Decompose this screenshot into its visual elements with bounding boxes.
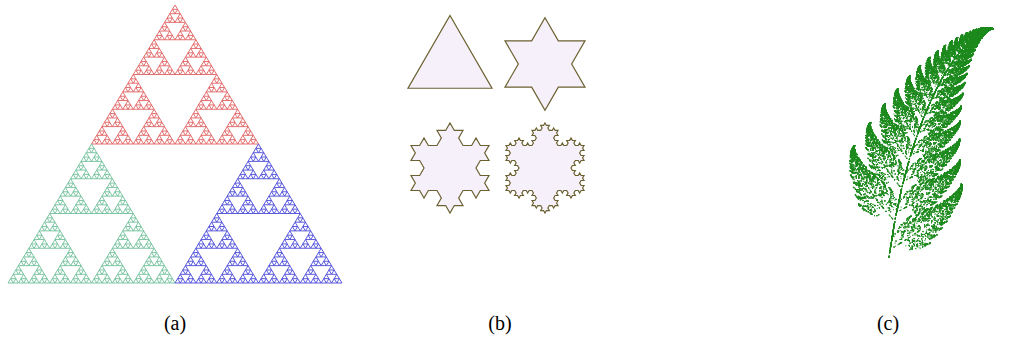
- koch-iteration: [411, 123, 489, 213]
- panel-label: (c): [877, 312, 899, 335]
- sierpinski-triangle: [8, 5, 342, 283]
- koch-snowflake: [408, 16, 585, 214]
- fern-points: [849, 28, 993, 258]
- sierpinski-part: [92, 5, 259, 144]
- koch-iteration: [408, 16, 492, 89]
- koch-iteration: [505, 18, 585, 110]
- sierpinski-part: [175, 144, 342, 283]
- panel-label: (b): [488, 312, 511, 335]
- sierpinski-part: [8, 144, 175, 283]
- barnsley-fern: [849, 28, 993, 258]
- koch-iteration: [506, 123, 584, 213]
- panel-label: (a): [164, 312, 186, 335]
